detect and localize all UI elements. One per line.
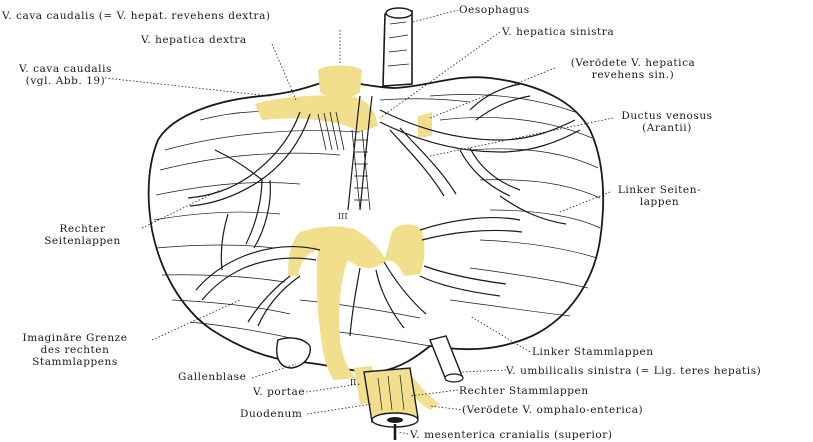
label-imaginaere-grenze-line1: Imaginäre Grenze <box>0 332 150 344</box>
gallbladder <box>277 338 311 368</box>
label-rechter-seitenlappen-line1: Rechter <box>30 223 135 235</box>
label-linker-seitenlappen-line2: lappen <box>612 196 707 208</box>
label-duodenum: Duodenum <box>240 408 302 420</box>
label-rechter-seitenlappen: Rechter Seitenlappen <box>30 223 135 247</box>
oesophagus-tube <box>383 8 412 86</box>
label-veroedete-v-hepatica: (Verödete V. hepatica revehens sin.) <box>553 57 713 81</box>
label-v-cava-caudalis-side-line2: (vgl. Abb. 19) <box>8 75 123 87</box>
label-linker-seitenlappen: Linker Seiten- lappen <box>612 184 707 208</box>
label-gallenblase: Gallenblase <box>178 371 246 383</box>
label-veroedete-v-hepatica-line2: revehens sin.) <box>553 69 713 81</box>
label-v-cava-caudalis-side: V. cava caudalis (vgl. Abb. 19) <box>8 63 123 87</box>
label-rechter-stammlappen: Rechter Stammlappen <box>459 385 589 397</box>
label-veroedete-v-hepatica-line1: (Verödete V. hepatica <box>553 57 713 69</box>
label-v-portae: V. portae <box>253 386 305 398</box>
label-v-mesenterica: V. mesenterica cranialis (superior) <box>410 429 612 441</box>
label-veroedete-v-omphalo: (Verödete V. omphalo-enterica) <box>462 404 643 416</box>
label-ductus-venosus-line1: Ductus venosus <box>612 110 722 122</box>
label-ductus-venosus: Ductus venosus (Arantii) <box>612 110 722 134</box>
label-v-umbilicalis-sinistra: V. umbilicalis sinistra (= Lig. teres he… <box>506 365 761 377</box>
label-v-cava-caudalis-side-line1: V. cava caudalis <box>8 63 123 75</box>
label-imaginaere-grenze-line2: des rechten <box>0 344 150 356</box>
label-v-cava-caudalis-top: V. cava caudalis (= V. hepat. revehens d… <box>2 10 271 22</box>
label-linker-stammlappen: Linker Stammlappen <box>532 346 654 358</box>
roman-iii-marker: III <box>338 212 347 221</box>
label-v-hepatica-sinistra: V. hepatica sinistra <box>502 26 614 38</box>
label-rechter-seitenlappen-line2: Seitenlappen <box>30 235 135 247</box>
label-imaginaere-grenze-line3: Stammlappens <box>0 356 150 368</box>
label-v-hepatica-dextra: V. hepatica dextra <box>141 34 247 46</box>
label-ductus-venosus-line2: (Arantii) <box>612 122 722 134</box>
label-imaginaere-grenze: Imaginäre Grenze des rechten Stammlappen… <box>0 332 150 368</box>
label-linker-seitenlappen-line1: Linker Seiten- <box>612 184 707 196</box>
label-oesophagus: Oesophagus <box>459 4 530 16</box>
roman-ii-marker: II <box>350 378 356 387</box>
